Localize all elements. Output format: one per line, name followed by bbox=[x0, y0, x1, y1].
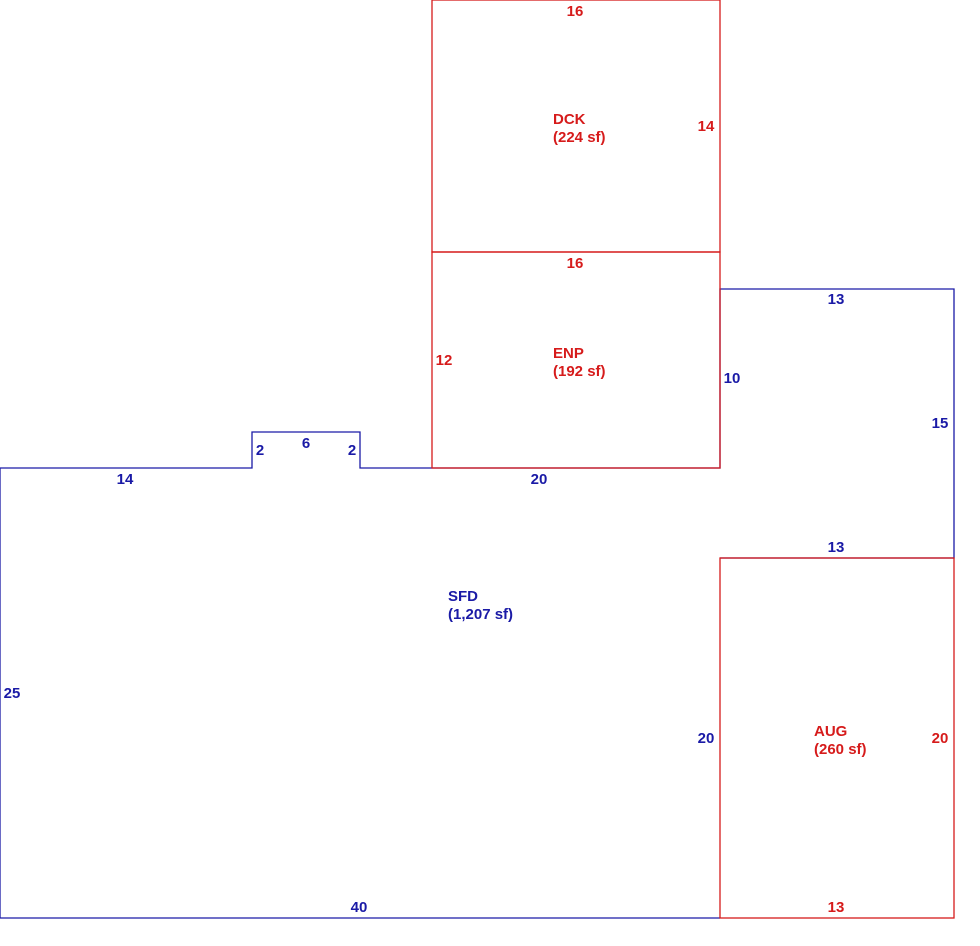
aug-outline bbox=[719, 557, 955, 919]
dim-aug-bottom: 13 bbox=[828, 899, 845, 916]
dim-sfd-right-lower: 20 bbox=[698, 730, 715, 747]
dim-dck-right: 14 bbox=[698, 118, 715, 135]
sfd-code: SFD bbox=[448, 588, 478, 605]
dck-size: (224 sf) bbox=[553, 129, 606, 146]
dim-wing-right: 15 bbox=[932, 415, 949, 432]
sfd-label: SFD (1,207 sf) bbox=[448, 588, 513, 623]
enp-code: ENP bbox=[553, 345, 584, 362]
aug-code: AUG bbox=[814, 723, 847, 740]
dim-enp-top: 16 bbox=[567, 255, 584, 272]
dim-bump-left: 2 bbox=[256, 442, 264, 459]
dck-label: DCK (224 sf) bbox=[553, 111, 606, 146]
dim-dck-top: 16 bbox=[567, 3, 584, 20]
enp-label: ENP (192 sf) bbox=[553, 345, 606, 380]
aug-size: (260 sf) bbox=[814, 741, 867, 758]
dim-enp-left: 12 bbox=[436, 352, 453, 369]
dim-bump-right: 2 bbox=[348, 442, 356, 459]
sfd-outline bbox=[0, 288, 955, 919]
dim-aug-top: 13 bbox=[828, 539, 845, 556]
dim-wing-top: 13 bbox=[828, 291, 845, 308]
enp-size: (192 sf) bbox=[553, 363, 606, 380]
dim-sfd-top-left: 14 bbox=[117, 471, 134, 488]
dim-aug-right: 20 bbox=[932, 730, 949, 747]
dim-sfd-left: 25 bbox=[4, 685, 21, 702]
aug-label: AUG (260 sf) bbox=[814, 723, 867, 758]
dim-sfd-top-mid: 20 bbox=[531, 471, 548, 488]
sfd-size: (1,207 sf) bbox=[448, 606, 513, 623]
dck-code: DCK bbox=[553, 111, 586, 128]
dim-sfd-right-upper: 10 bbox=[724, 370, 741, 387]
dim-sfd-bottom: 40 bbox=[351, 899, 368, 916]
enp-outline bbox=[431, 251, 721, 469]
dim-bump-top: 6 bbox=[302, 435, 310, 452]
